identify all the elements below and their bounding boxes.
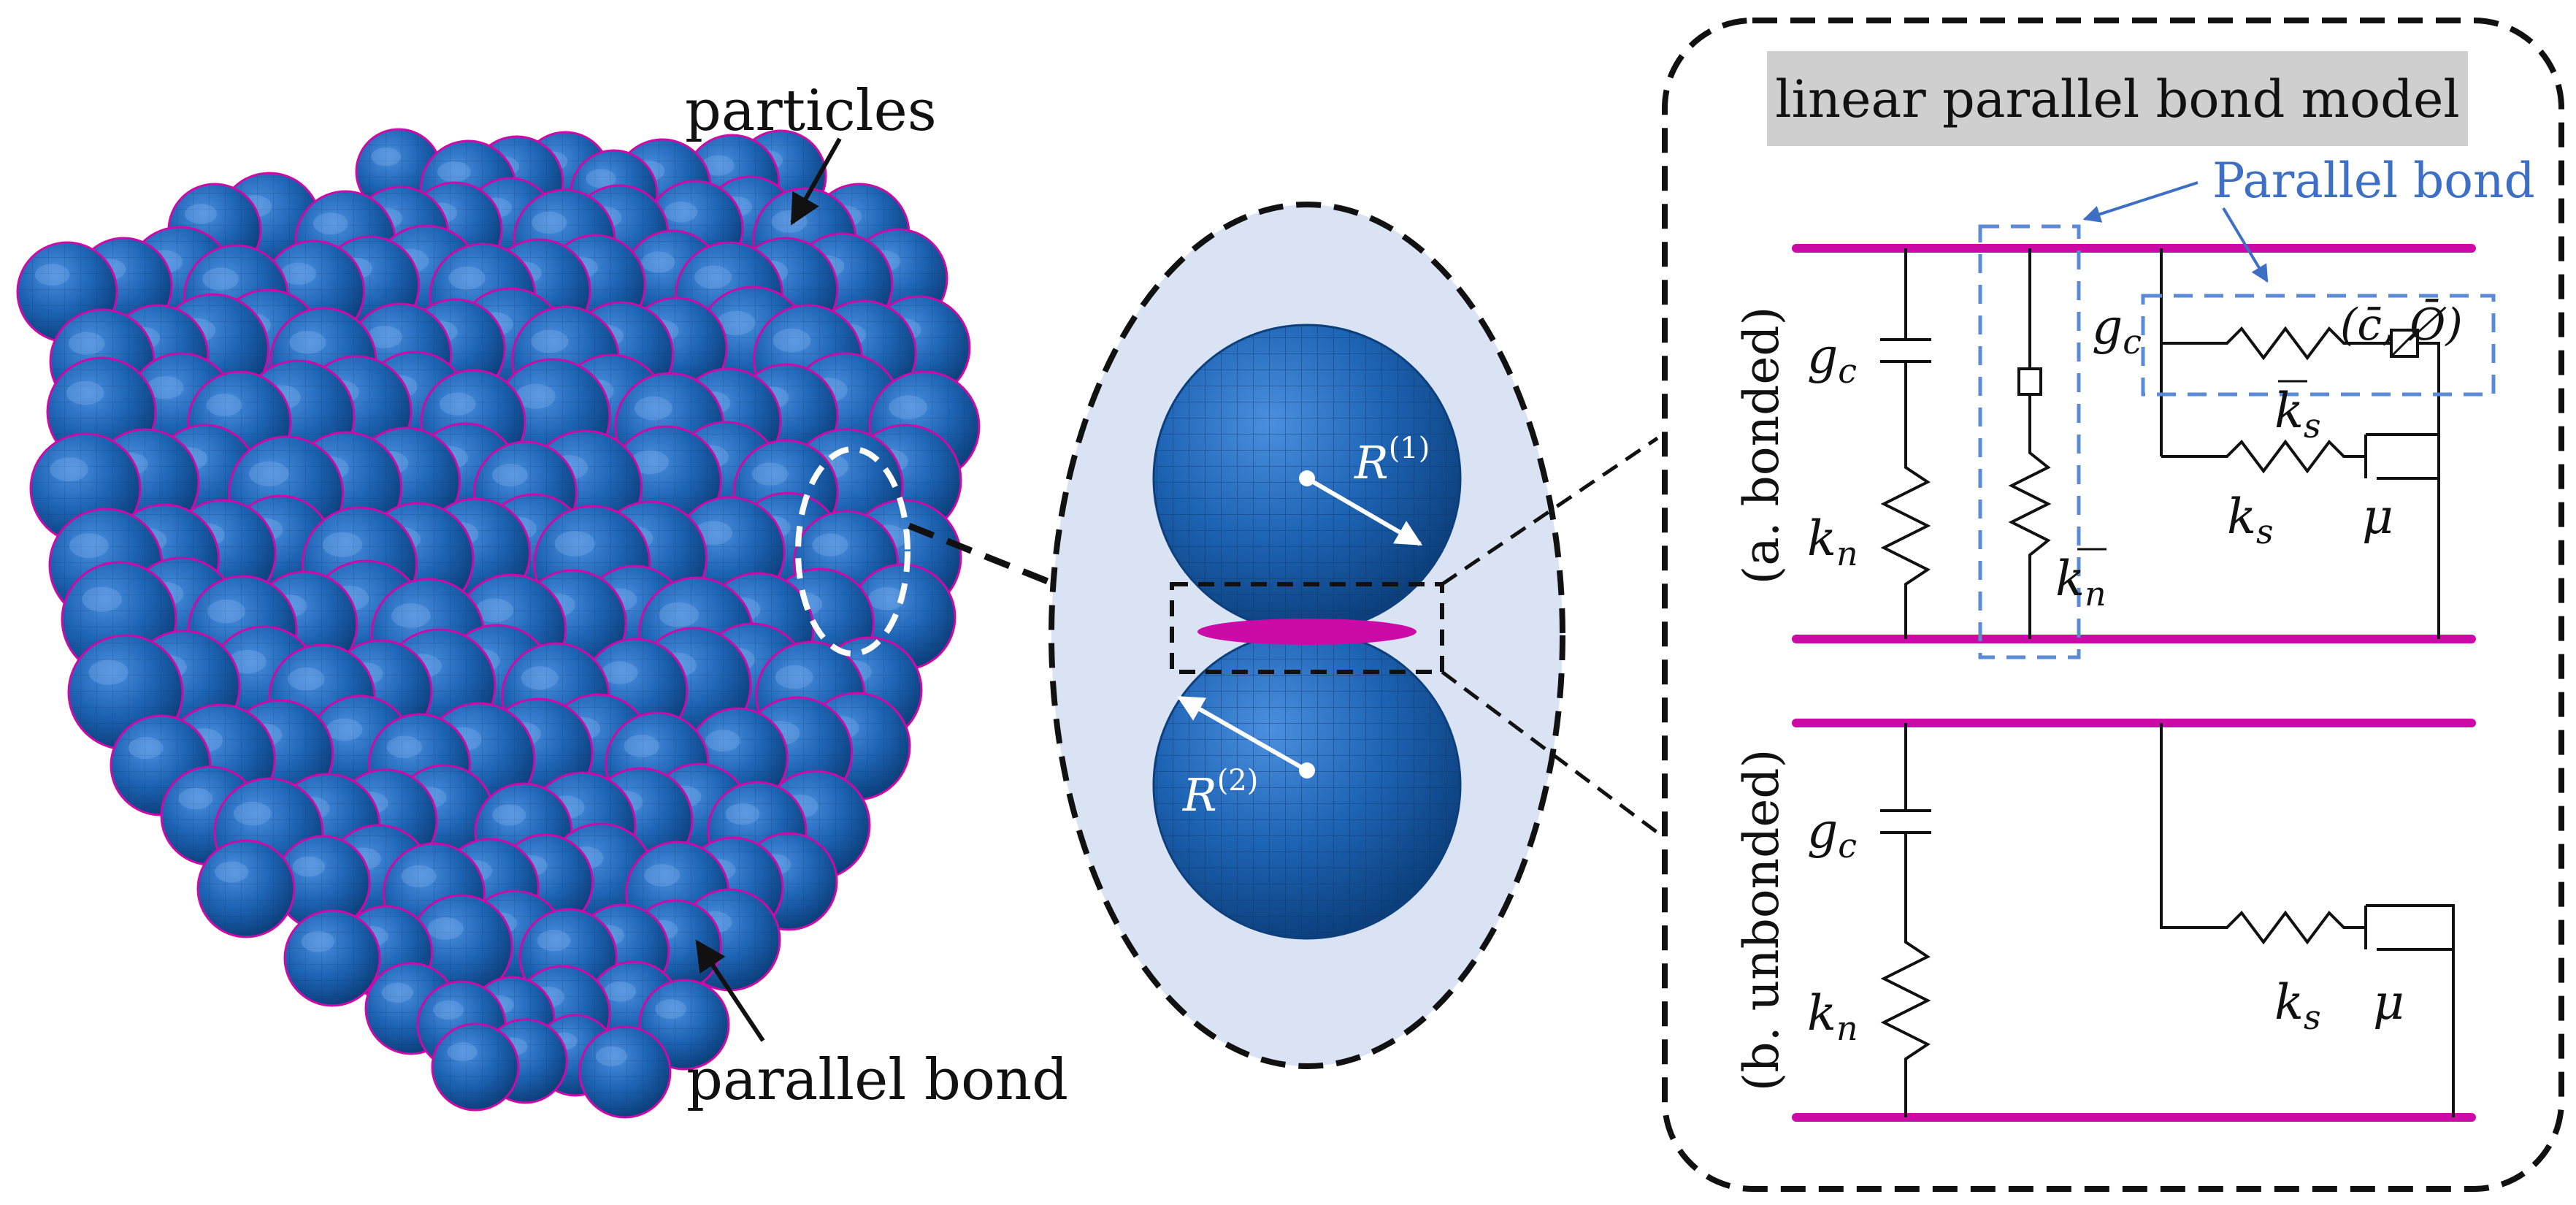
bonded-ks-label: ks [2227, 489, 2274, 551]
connector-line-1 [908, 522, 1057, 588]
particle [578, 1025, 672, 1119]
highlight-ellipse [795, 446, 911, 657]
model-panel: linear parallel bond model (a. bonded) g… [1662, 18, 2564, 1192]
particle [610, 425, 722, 538]
bond-ks-label: ks [2274, 383, 2321, 445]
unbonded-ks-label: ks [2274, 974, 2321, 1037]
bonded-shear-branch: (c̄, Ø̄) ks ks μ [2141, 248, 2496, 639]
particles-arrow [790, 137, 842, 226]
bonded-mu-label: μ [2362, 489, 2393, 545]
particle [275, 835, 371, 931]
parallel-bond-model-label: Parallel bond [2212, 153, 2535, 209]
bond-box [1170, 582, 1444, 674]
parallel-bond-arrow [695, 939, 765, 1042]
bond-normal-branch: gc kn [1978, 224, 2142, 659]
radius-arrow-1 [1306, 476, 1423, 546]
unbonded-shear-branch: ks μ [2160, 723, 2455, 1117]
bonded-gc-label: gc [1807, 328, 1857, 391]
particle-cluster [16, 128, 981, 1119]
model-frame [1662, 18, 2564, 1192]
particle [196, 839, 296, 938]
model-title: linear parallel bond model [1775, 69, 2460, 129]
connector-line-2 [1441, 436, 1659, 586]
bond-strength-label: (c̄, Ø̄) [2340, 299, 2463, 351]
zoom-view: R(1) R(2) [1049, 202, 1565, 1069]
unbonded-label: (b. unbonded) [1733, 749, 1790, 1092]
bond-disk [1197, 619, 1417, 645]
bonded-kn-label: kn [1807, 510, 1858, 573]
radius-arrow-2 [1176, 695, 1308, 773]
radius-label-1: R(1) [1354, 432, 1430, 489]
radius-label-2: R(2) [1182, 764, 1258, 822]
unbonded-gc-label: gc [1807, 803, 1857, 865]
unbonded-kn-label: kn [1807, 985, 1858, 1048]
bonded-normal-branch: gc kn [1807, 248, 1931, 639]
particle [283, 909, 381, 1007]
particles-label: particles [685, 78, 937, 144]
connector-line-3 [1441, 670, 1659, 835]
bond-gc-label: gc [2092, 299, 2142, 362]
particle [431, 1022, 520, 1112]
bond-kn-label: kn [2055, 551, 2107, 613]
bonded-label: (a. bonded) [1733, 307, 1790, 585]
parallel-bond-label: parallel bond [686, 1047, 1068, 1113]
unbonded-mu-label: μ [2373, 974, 2404, 1030]
model-title-bg [1767, 51, 2468, 146]
unbonded-normal-branch: gc kn [1807, 723, 1931, 1117]
